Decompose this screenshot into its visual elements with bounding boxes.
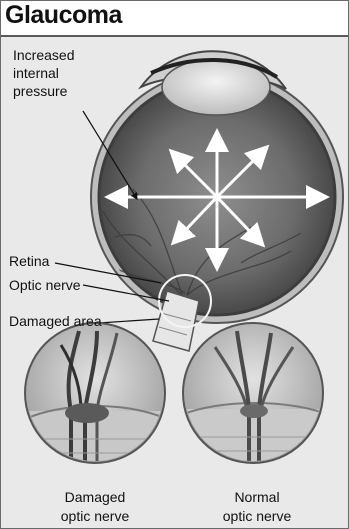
pressure-label-line3: pressure <box>13 83 67 99</box>
damaged-nerve-zoom <box>21 323 171 471</box>
normal-nerve-zoom <box>181 323 331 471</box>
normal-caption-line2: optic nerve <box>187 508 327 524</box>
damaged-caption-line1: Damaged <box>25 489 165 505</box>
optic-nerve-label: Optic nerve <box>9 277 81 293</box>
pressure-label-line1: Increased <box>13 47 74 63</box>
normal-caption-line1: Normal <box>187 489 327 505</box>
retina-label: Retina <box>9 253 49 269</box>
pressure-label-line2: internal <box>13 65 59 81</box>
damaged-caption-line2: optic nerve <box>25 508 165 524</box>
damaged-area-label: Damaged area <box>9 313 102 329</box>
